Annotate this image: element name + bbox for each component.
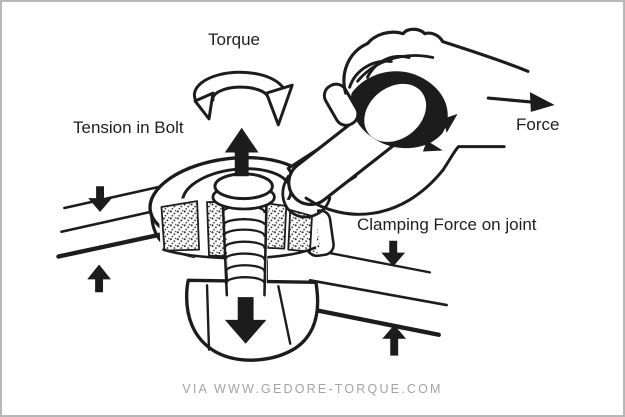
clamping-arrow-up-right-icon [382, 324, 407, 356]
clamping-force-label: Clamping Force on joint [357, 215, 537, 234]
torque-label: Torque [208, 30, 260, 49]
tension-arrow-up-icon [224, 127, 259, 177]
force-arrow-right-icon [486, 92, 555, 112]
tension-in-bolt-label: Tension in Bolt [73, 118, 184, 137]
footer-credit: VIA WWW.GEDORE-TORQUE.COM [182, 382, 443, 396]
clamping-arrow-up-left-icon [87, 264, 111, 293]
force-label: Force [516, 115, 560, 134]
clamping-arrow-down-right-icon [381, 240, 406, 267]
clamping-arrow-down-left-icon [88, 186, 112, 212]
hand [304, 27, 530, 216]
nut-arrow-down-icon [224, 290, 267, 344]
torque-rotation-icon [192, 70, 294, 127]
joint-plates-right [302, 249, 448, 337]
